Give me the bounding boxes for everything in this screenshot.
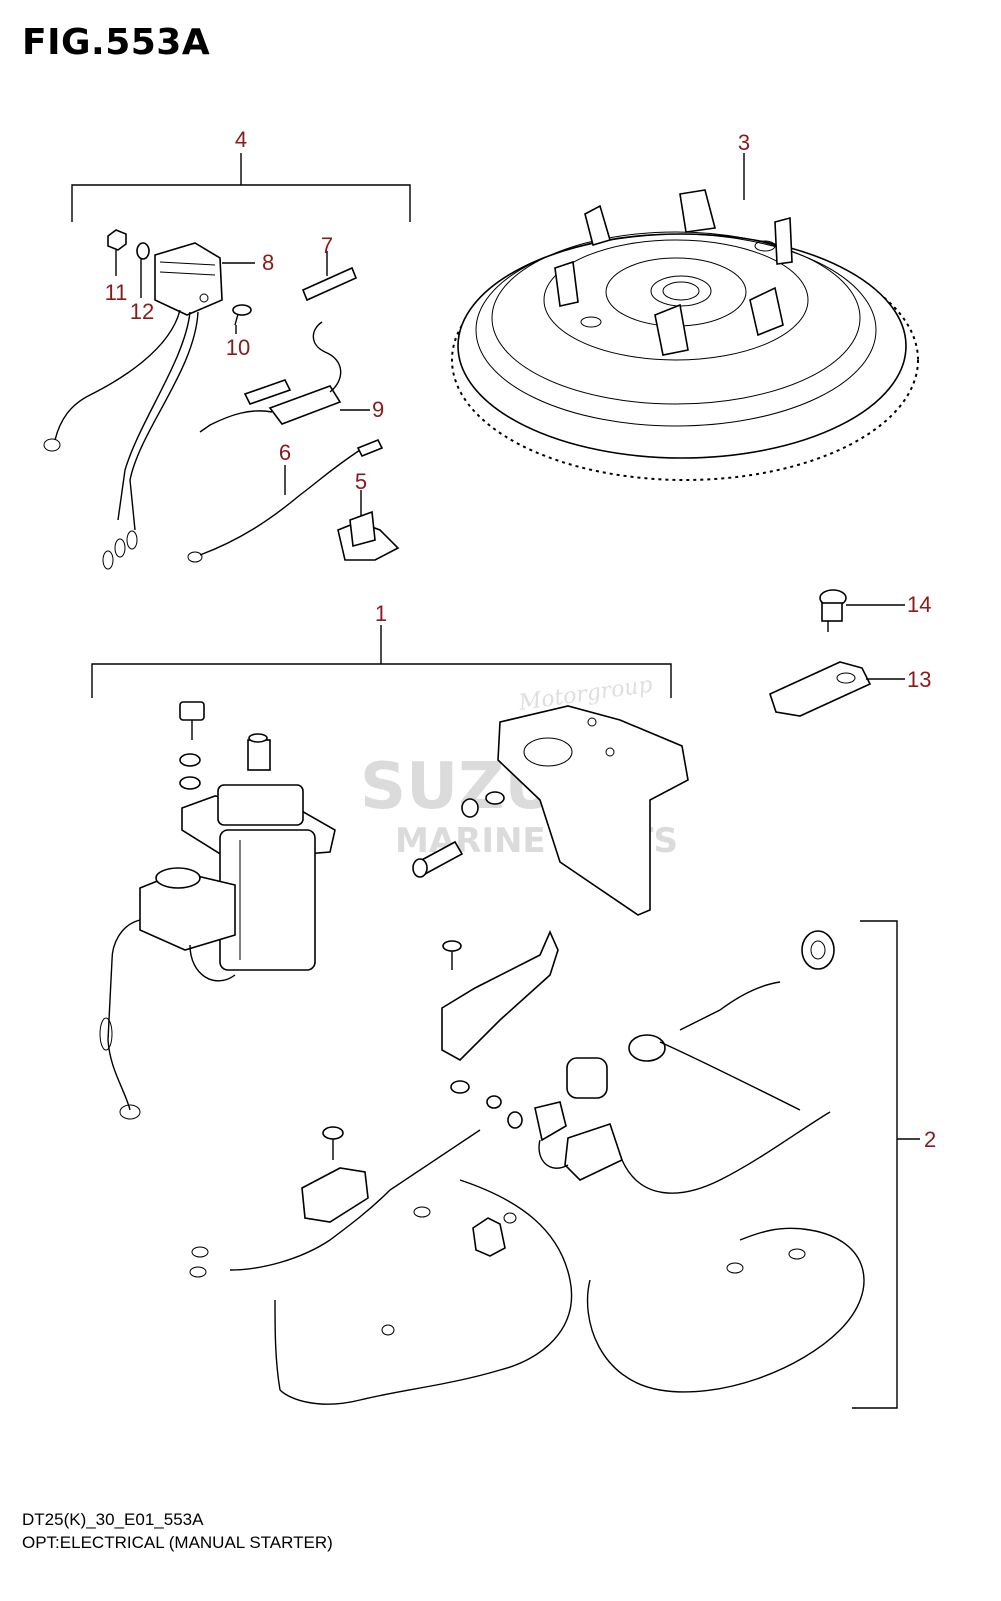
callout-7: 7 bbox=[321, 233, 333, 258]
screw bbox=[232, 304, 252, 326]
bracket-group-1 bbox=[91, 625, 672, 698]
flywheel bbox=[451, 189, 919, 481]
callout-14: 14 bbox=[907, 592, 931, 617]
rectifier bbox=[43, 242, 223, 570]
wiring-harness bbox=[189, 930, 865, 1405]
clamp bbox=[337, 510, 400, 561]
watermark-signature: Motorgroup bbox=[516, 672, 654, 716]
figure-caption: OPT:ELECTRICAL (MANUAL STARTER) bbox=[22, 1533, 333, 1552]
washer bbox=[136, 242, 150, 260]
bolt bbox=[819, 589, 847, 632]
callout-13: 13 bbox=[907, 667, 931, 692]
plate bbox=[769, 661, 872, 717]
figure-title: FIG.553A bbox=[22, 22, 211, 63]
bracket-group-2 bbox=[852, 920, 920, 1409]
callout-3: 3 bbox=[738, 130, 750, 155]
callout-8: 8 bbox=[262, 250, 274, 275]
callout-2: 2 bbox=[924, 1127, 936, 1152]
fuse bbox=[301, 266, 358, 302]
nut bbox=[107, 229, 127, 251]
lead-wire bbox=[187, 438, 384, 563]
callout-4: 4 bbox=[235, 127, 247, 152]
callout-12: 12 bbox=[130, 299, 154, 324]
bracket-group-4 bbox=[71, 153, 411, 222]
model-code: DT25(K)_30_E01_553A bbox=[22, 1510, 204, 1529]
callout-10: 10 bbox=[226, 335, 250, 360]
callout-labels: 4 3 8 7 11 12 10 9 6 5 1 14 13 2 bbox=[105, 127, 937, 1152]
callout-5: 5 bbox=[355, 469, 367, 494]
callout-9: 9 bbox=[372, 397, 384, 422]
starter-motor bbox=[99, 701, 336, 1120]
starter-bracket bbox=[412, 705, 689, 916]
callout-11: 11 bbox=[105, 280, 128, 305]
callout-6: 6 bbox=[279, 440, 291, 465]
callout-1: 1 bbox=[375, 601, 387, 626]
fuse-holder bbox=[199, 321, 342, 433]
